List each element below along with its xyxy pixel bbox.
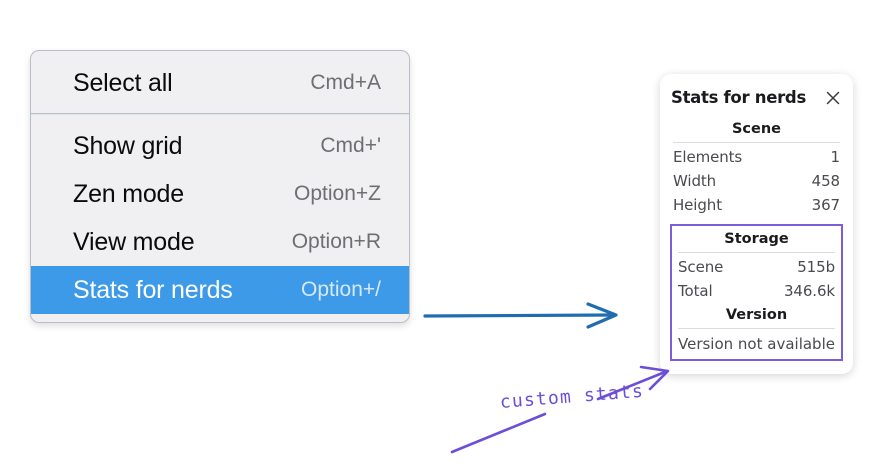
version-note: Version not available [678,335,835,353]
context-menu[interactable]: Select all Cmd+A Show grid Cmd+' Zen mod… [30,50,410,323]
stat-key: Width [673,172,717,190]
menu-group-selection: Select all Cmd+A [31,51,409,114]
stat-key: Total [678,282,713,300]
menu-item-zen-mode[interactable]: Zen mode Option+Z [31,170,409,218]
stat-key: Elements [673,148,743,166]
menu-item-stats-for-nerds[interactable]: Stats for nerds Option+/ [31,266,409,314]
stat-row: Height 367 [671,193,842,217]
menu-item-shortcut: Option+/ [301,278,381,301]
menu-item-label: View mode [73,227,195,256]
section-divider [678,328,835,329]
menu-item-shortcut: Option+Z [294,182,381,205]
menu-item-select-all[interactable]: Select all Cmd+A [31,59,409,107]
section-heading: Scene [731,121,782,137]
section-divider [678,252,835,253]
stat-value: 346.6k [783,282,835,300]
purple-underline-stroke [450,412,547,454]
stat-row: Scene 515b [676,255,837,279]
stat-value: 515b [797,258,835,276]
section-scene: Scene Elements 1 Width 458 Height 367 [671,117,842,217]
close-icon[interactable] [824,89,842,107]
menu-item-label: Zen mode [73,179,184,208]
menu-item-shortcut: Option+R [291,230,381,253]
menu-item-show-grid[interactable]: Show grid Cmd+' [31,122,409,170]
stat-row: Total 346.6k [676,279,837,303]
blue-arrow-icon [423,302,618,329]
section-divider [673,142,840,143]
stat-row: Elements 1 [671,145,842,169]
purple-arrow-icon [596,365,670,401]
section-heading: Storage [724,231,789,247]
menu-item-label: Stats for nerds [73,275,233,304]
section-storage: Storage Scene 515b Total 346.6k [676,227,837,303]
menu-item-shortcut: Cmd+' [320,134,381,157]
stat-value: 1 [830,148,841,166]
panel-title: Stats for nerds [671,88,806,107]
menu-group-view: Show grid Cmd+' Zen mode Option+Z View m… [31,114,409,314]
menu-item-label: Select all [73,68,173,97]
section-version: Version Version not available [676,303,837,355]
panel-header: Stats for nerds [671,86,842,117]
stat-key: Height [673,196,722,214]
stat-value: 367 [811,196,840,214]
section-heading: Version [725,307,788,323]
stat-key: Scene [678,258,724,276]
menu-item-label: Show grid [73,131,183,160]
custom-stats-highlight-box: Storage Scene 515b Total 346.6k Version … [670,224,843,361]
menu-item-view-mode[interactable]: View mode Option+R [31,218,409,266]
stats-for-nerds-panel: Stats for nerds Scene Elements 1 Width 4… [660,74,853,374]
menu-item-shortcut: Cmd+A [310,71,381,94]
stat-value: 458 [811,172,840,190]
handwriting-annotation: custom stats [499,380,645,413]
stat-row: Width 458 [671,169,842,193]
